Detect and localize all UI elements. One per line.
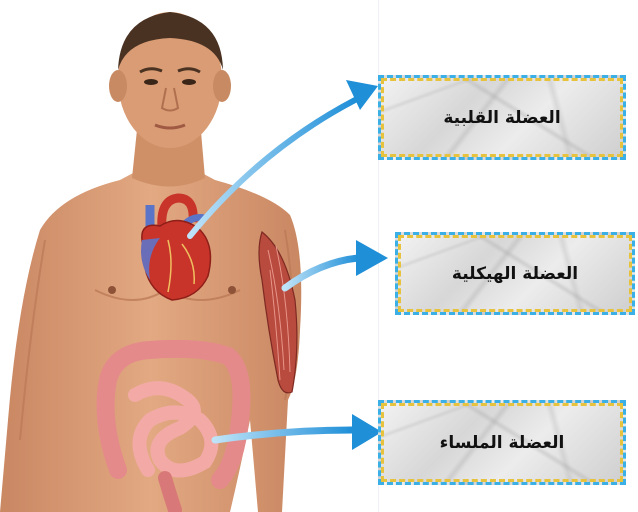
arrow-skeletal-head <box>356 240 388 276</box>
cardiac-muscle-label: العضلة القلبية <box>443 108 560 128</box>
right-eye <box>182 79 196 85</box>
left-ear <box>109 70 127 102</box>
left-nipple <box>108 286 116 294</box>
right-ear <box>213 70 231 102</box>
rectum <box>165 478 175 510</box>
smooth-muscle-box: العضلة الملساء <box>378 400 626 485</box>
skeletal-muscle-box: العضلة الهيكلية <box>395 232 635 315</box>
arrow-skeletal <box>285 240 388 288</box>
skeletal-muscle-label: العضلة الهيكلية <box>452 264 578 284</box>
cardiac-muscle-box: العضلة القلبية <box>378 75 626 160</box>
left-eye <box>144 79 158 85</box>
right-nipple <box>228 286 236 294</box>
smooth-muscle-label: العضلة الملساء <box>440 433 565 453</box>
